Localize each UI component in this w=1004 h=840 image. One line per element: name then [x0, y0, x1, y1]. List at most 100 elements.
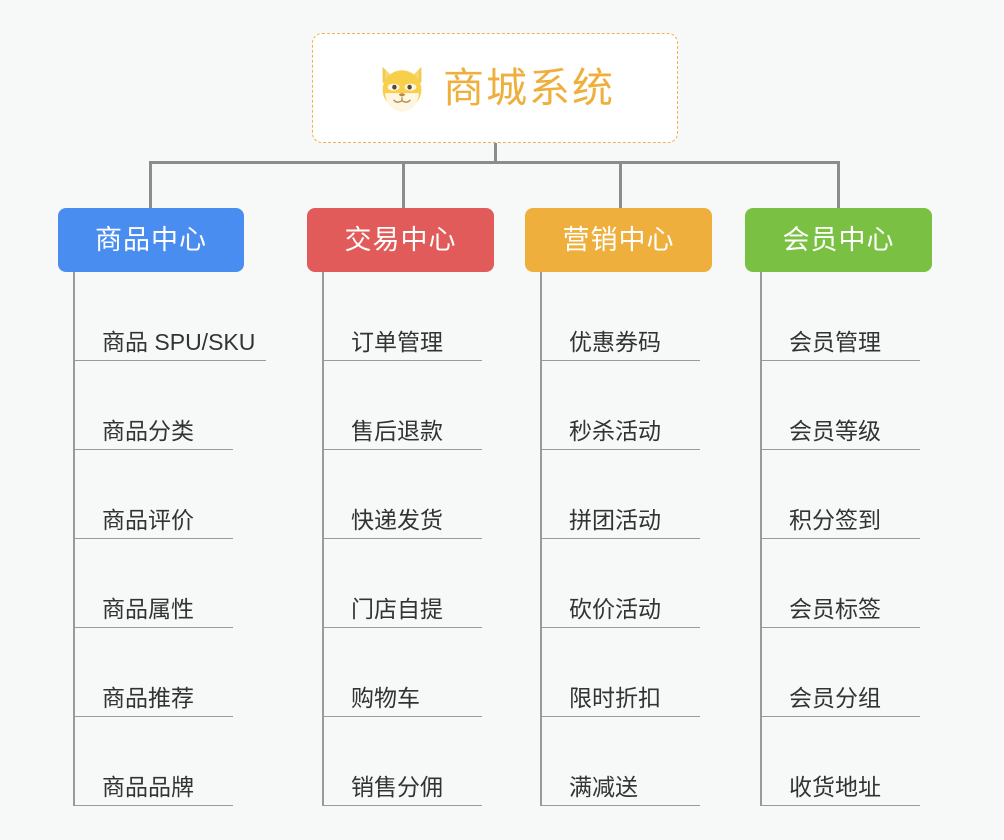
root-node-label: 商城系统: [443, 64, 615, 111]
leaf-underline: [540, 538, 700, 539]
leaf-list-member: 会员管理会员等级积分签到会员标签会员分组收货地址: [745, 272, 932, 806]
leaf-underline: [540, 360, 700, 361]
category-header-label: 会员中心: [782, 224, 895, 255]
leaf-underline: [73, 805, 233, 806]
category-header-label: 营销中心: [562, 224, 675, 255]
leaf-underline: [760, 627, 920, 628]
leaf-list-marketing: 优惠券码秒杀活动拼团活动砍价活动限时折扣满减送: [525, 272, 712, 806]
leaf-underline: [540, 805, 700, 806]
leaf-item[interactable]: 拼团活动: [525, 450, 712, 539]
leaf-item[interactable]: 积分签到: [745, 450, 932, 539]
category-column-marketing: 营销中心 优惠券码秒杀活动拼团活动砍价活动限时折扣满减送: [525, 208, 712, 806]
leaf-item[interactable]: 商品品牌: [58, 717, 244, 806]
leaf-item-label: 会员管理: [789, 329, 881, 355]
leaf-underline: [322, 360, 482, 361]
leaf-underline: [73, 360, 267, 361]
leaf-item-label: 会员等级: [789, 418, 881, 444]
leaf-underline: [322, 449, 482, 450]
category-header-marketing[interactable]: 营销中心: [525, 208, 712, 272]
leaf-item[interactable]: 会员等级: [745, 361, 932, 450]
leaf-trunk-line: [540, 272, 542, 806]
category-header-product[interactable]: 商品中心: [58, 208, 244, 272]
leaf-item-label: 拼团活动: [569, 507, 661, 533]
leaf-underline: [760, 360, 920, 361]
leaf-item-label: 快递发货: [351, 507, 443, 533]
connector-drop-2: [402, 161, 405, 208]
leaf-item[interactable]: 商品评价: [58, 450, 244, 539]
leaf-item-label: 商品 SPU/SKU: [102, 329, 256, 355]
category-column-product: 商品中心 商品 SPU/SKU 商品分类商品评价商品属性商品推荐商品品牌: [58, 208, 267, 806]
root-node-shop-system[interactable]: 商城系统: [312, 33, 678, 143]
leaf-item-label: 购物车: [351, 685, 420, 711]
leaf-item[interactable]: 门店自提: [307, 539, 494, 628]
leaf-item[interactable]: 秒杀活动: [525, 361, 712, 450]
leaf-item-label: 收货地址: [789, 774, 881, 800]
leaf-item[interactable]: 会员管理: [745, 272, 932, 361]
leaf-item-label: 商品评价: [102, 507, 194, 533]
category-header-label: 交易中心: [344, 224, 457, 255]
leaf-item[interactable]: 购物车: [307, 628, 494, 717]
leaf-item-label: 会员分组: [789, 685, 881, 711]
leaf-item[interactable]: 收货地址: [745, 717, 932, 806]
leaf-underline: [760, 449, 920, 450]
leaf-item-label: 门店自提: [351, 596, 443, 622]
connector-drop-1: [149, 161, 152, 208]
leaf-item-label: 订单管理: [351, 329, 443, 355]
category-header-label: 商品中心: [95, 224, 207, 255]
leaf-item-label: 积分签到: [789, 507, 881, 533]
connector-horizontal-bar: [149, 161, 840, 164]
category-column-member: 会员中心 会员管理会员等级积分签到会员标签会员分组收货地址: [745, 208, 932, 806]
leaf-item[interactable]: 商品推荐: [58, 628, 244, 717]
connector-drop-3: [619, 161, 622, 208]
leaf-underline: [540, 449, 700, 450]
connector-root-stem: [494, 143, 497, 164]
leaf-item[interactable]: 商品分类: [58, 361, 244, 450]
leaf-item[interactable]: 满减送: [525, 717, 712, 806]
leaf-underline: [322, 805, 482, 806]
leaf-underline: [322, 627, 482, 628]
leaf-underline: [540, 627, 700, 628]
leaf-item-label: 商品推荐: [102, 685, 194, 711]
leaf-item-label: 砍价活动: [569, 596, 661, 622]
leaf-underline: [540, 716, 700, 717]
leaf-item[interactable]: 商品属性: [58, 539, 244, 628]
category-column-trade: 交易中心 订单管理售后退款快递发货门店自提购物车销售分佣: [307, 208, 494, 806]
leaf-list-product: 商品 SPU/SKU 商品分类商品评价商品属性商品推荐商品品牌: [58, 272, 267, 806]
leaf-item[interactable]: 优惠券码: [525, 272, 712, 361]
leaf-underline: [322, 538, 482, 539]
leaf-trunk-line: [760, 272, 762, 806]
leaf-item-label: 会员标签: [789, 596, 881, 622]
leaf-item[interactable]: 砍价活动: [525, 539, 712, 628]
category-header-trade[interactable]: 交易中心: [307, 208, 494, 272]
leaf-item[interactable]: 订单管理: [307, 272, 494, 361]
leaf-underline: [322, 716, 482, 717]
leaf-item-label: 商品分类: [102, 418, 194, 444]
leaf-underline: [73, 716, 233, 717]
leaf-item[interactable]: 会员分组: [745, 628, 932, 717]
leaf-item-label: 销售分佣: [351, 774, 443, 800]
category-header-member[interactable]: 会员中心: [745, 208, 932, 272]
leaf-underline: [760, 716, 920, 717]
connector-drop-4: [837, 161, 840, 208]
leaf-item-label: 商品属性: [102, 596, 194, 622]
leaf-item[interactable]: 快递发货: [307, 450, 494, 539]
leaf-underline: [760, 805, 920, 806]
leaf-item[interactable]: 售后退款: [307, 361, 494, 450]
leaf-item-label: 秒杀活动: [569, 418, 661, 444]
leaf-item-label: 满减送: [569, 774, 638, 800]
leaf-underline: [73, 449, 233, 450]
leaf-list-trade: 订单管理售后退款快递发货门店自提购物车销售分佣: [307, 272, 494, 806]
leaf-item[interactable]: 会员标签: [745, 539, 932, 628]
leaf-item-label: 优惠券码: [569, 329, 661, 355]
shiba-dog-icon: [382, 66, 422, 112]
leaf-underline: [760, 538, 920, 539]
leaf-item-label: 商品品牌: [102, 774, 194, 800]
leaf-underline: [73, 538, 233, 539]
leaf-item[interactable]: 限时折扣: [525, 628, 712, 717]
leaf-underline: [73, 627, 233, 628]
leaf-item[interactable]: 商品 SPU/SKU: [58, 272, 267, 361]
leaf-trunk-line: [322, 272, 324, 806]
leaf-item[interactable]: 销售分佣: [307, 717, 494, 806]
leaf-item-label: 售后退款: [351, 418, 443, 444]
